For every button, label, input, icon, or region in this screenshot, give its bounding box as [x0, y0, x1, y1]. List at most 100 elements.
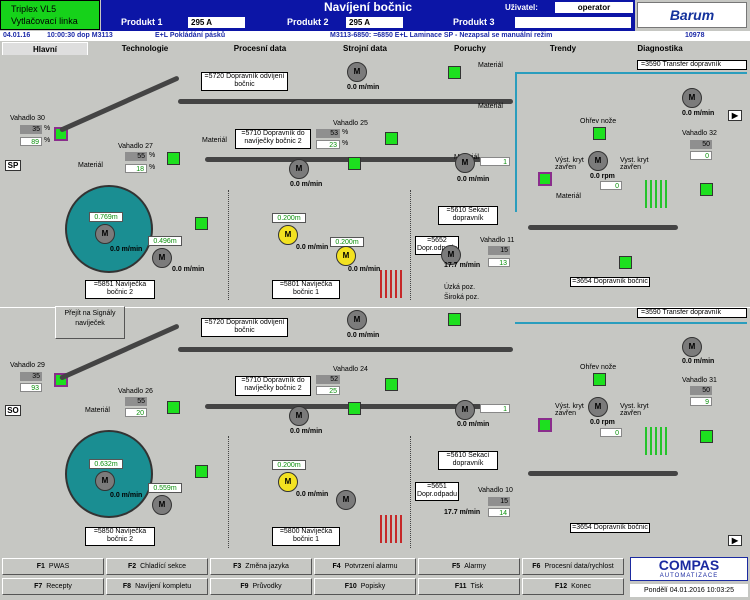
motor-knife[interactable]: M	[588, 397, 608, 417]
conveyor-3654-label[interactable]: =3654 Dopravník bočnic	[570, 277, 650, 287]
conveyor-5720-label[interactable]: =5720 Dopravník odvíjení bočnic	[201, 72, 288, 91]
cutter-conveyor-label[interactable]: =5610 Sekací dopravník	[438, 451, 498, 470]
status-indicator[interactable]	[348, 402, 361, 415]
motor-5710[interactable]: M	[289, 159, 309, 179]
motor-winder2-small[interactable]: M	[152, 495, 172, 515]
tab-strojni-data[interactable]: Strojní data	[342, 44, 387, 53]
heating-indicator[interactable]	[593, 373, 606, 386]
tab-poruchy[interactable]: Poruchy	[453, 44, 486, 53]
motor-waste[interactable]: M	[441, 245, 461, 265]
transfer-conveyor-label[interactable]: =3590 Transfer dopravník	[637, 308, 747, 318]
fkey-label: Změna jazyka	[245, 563, 289, 570]
winder2-small-diameter: 0.559m	[148, 483, 182, 493]
vahadlo30-value-a: 35	[20, 125, 42, 134]
user-name-field[interactable]: operator	[555, 2, 633, 13]
heating-indicator[interactable]	[593, 127, 606, 140]
conveyor-3654	[528, 471, 678, 476]
conveyor-5710-label[interactable]: =5710 Dopravník do navíječky bočnic 2	[235, 129, 311, 149]
conveyor-5720	[178, 99, 513, 104]
tab-diagnostika[interactable]: Diagnostika	[637, 44, 683, 53]
knife-percent: 0	[600, 181, 622, 190]
sensor-vahadlo26[interactable]	[167, 401, 180, 414]
motor-winder2[interactable]: M	[95, 471, 115, 491]
winder1-label[interactable]: =5801 Navíječka bočnic 1	[272, 280, 340, 299]
tab-technologie[interactable]: Technologie	[121, 44, 169, 53]
status-indicator[interactable]	[385, 132, 398, 145]
motor-cutter[interactable]: M	[455, 400, 475, 420]
motor-winder1[interactable]: M	[278, 225, 298, 245]
status-indicator[interactable]	[195, 465, 208, 478]
motor-transfer[interactable]: M	[682, 88, 702, 108]
winder2-diameter: 0.769m	[89, 212, 123, 222]
speed-winder2: 0.0 m/min	[110, 246, 143, 253]
percent-sign: %	[342, 129, 349, 136]
status-indicator[interactable]	[448, 313, 461, 326]
motor-winder1-small[interactable]: M	[336, 246, 356, 266]
goto-signals-button[interactable]: Přejít na Signály navíječek	[55, 306, 125, 339]
tab-hlavni[interactable]: Hlavní	[2, 42, 88, 55]
motor-5710[interactable]: M	[289, 406, 309, 426]
product2-label: Produkt 2	[287, 17, 329, 27]
status-indicator[interactable]	[195, 217, 208, 230]
winder1-label[interactable]: =5800 Navíječka bočnic 1	[272, 527, 340, 546]
motor-winder1[interactable]: M	[278, 472, 298, 492]
vahadlo11-value-b: 13	[488, 258, 510, 267]
speed-winder2: 0.0 m/min	[110, 492, 143, 499]
arrow-right-button[interactable]: ▶	[728, 110, 742, 121]
product3-field[interactable]	[515, 17, 631, 28]
speed-winder1: 0.0 m/min	[296, 244, 329, 251]
tab-procesni-data[interactable]: Procesní data	[233, 44, 287, 53]
winder2-label[interactable]: =5850 Navíječka bočnic 2	[85, 527, 155, 546]
sensor-vahadlo27[interactable]	[167, 152, 180, 165]
motor-knife[interactable]: M	[588, 151, 608, 171]
winder2-label[interactable]: =5851 Navíječka bočnic 2	[85, 280, 155, 299]
cutter-conveyor-label[interactable]: =5610 Sekací dopravník	[438, 206, 498, 225]
transfer-conveyor-label[interactable]: =3590 Transfer dopravník	[637, 60, 747, 70]
product2-field[interactable]: 295 A	[346, 17, 403, 28]
arrow-right-button[interactable]: ▶	[728, 535, 742, 546]
motor-5720[interactable]: M	[347, 310, 367, 330]
winder2-small-diameter: 0.496m	[148, 236, 182, 246]
product1-field[interactable]: 295 A	[188, 17, 245, 28]
winder1-diameter: 0.200m	[272, 460, 306, 470]
sensor-vahadlo31[interactable]	[700, 430, 713, 443]
vahadlo29-value-a: 35	[20, 372, 42, 381]
status-indicator[interactable]	[348, 157, 361, 170]
motor-winder2[interactable]: M	[95, 224, 115, 244]
motor-cutter[interactable]: M	[455, 153, 475, 173]
fkey-label: Alarmy	[464, 563, 486, 570]
status-indicator[interactable]	[448, 66, 461, 79]
fkey-label: Konec	[571, 583, 591, 590]
conveyor-5720-label[interactable]: =5720 Dopravník odvíjení bočnic	[201, 318, 288, 337]
sensor-lam[interactable]	[538, 418, 552, 432]
status-indicator[interactable]	[385, 378, 398, 391]
conveyor-5720	[178, 347, 513, 352]
conveyor-5710-label[interactable]: =5710 Dopravník do navíječky bočnic 2	[235, 376, 311, 396]
waste-conveyor-label[interactable]: =5651 Dopr.odpadu	[415, 482, 459, 501]
sensor-vahadlo32[interactable]	[700, 183, 713, 196]
tab-trendy[interactable]: Trendy	[549, 44, 577, 53]
motor-transfer[interactable]: M	[682, 337, 702, 357]
side-label-sp: SP	[5, 160, 21, 171]
vahadlo29-label: Vahadlo 29	[10, 362, 45, 369]
motor-winder1-small[interactable]: M	[336, 490, 356, 510]
conveyor-3654-label[interactable]: =3654 Dopravník bočnic	[570, 523, 650, 533]
motor-5720[interactable]: M	[347, 62, 367, 82]
speed-winder1: 0.0 m/min	[296, 491, 329, 498]
vahadlo10-value-a: 15	[488, 497, 510, 506]
sensor-lam[interactable]	[538, 172, 552, 186]
status-indicator[interactable]	[619, 256, 632, 269]
motor-winder2-small[interactable]: M	[152, 248, 172, 268]
